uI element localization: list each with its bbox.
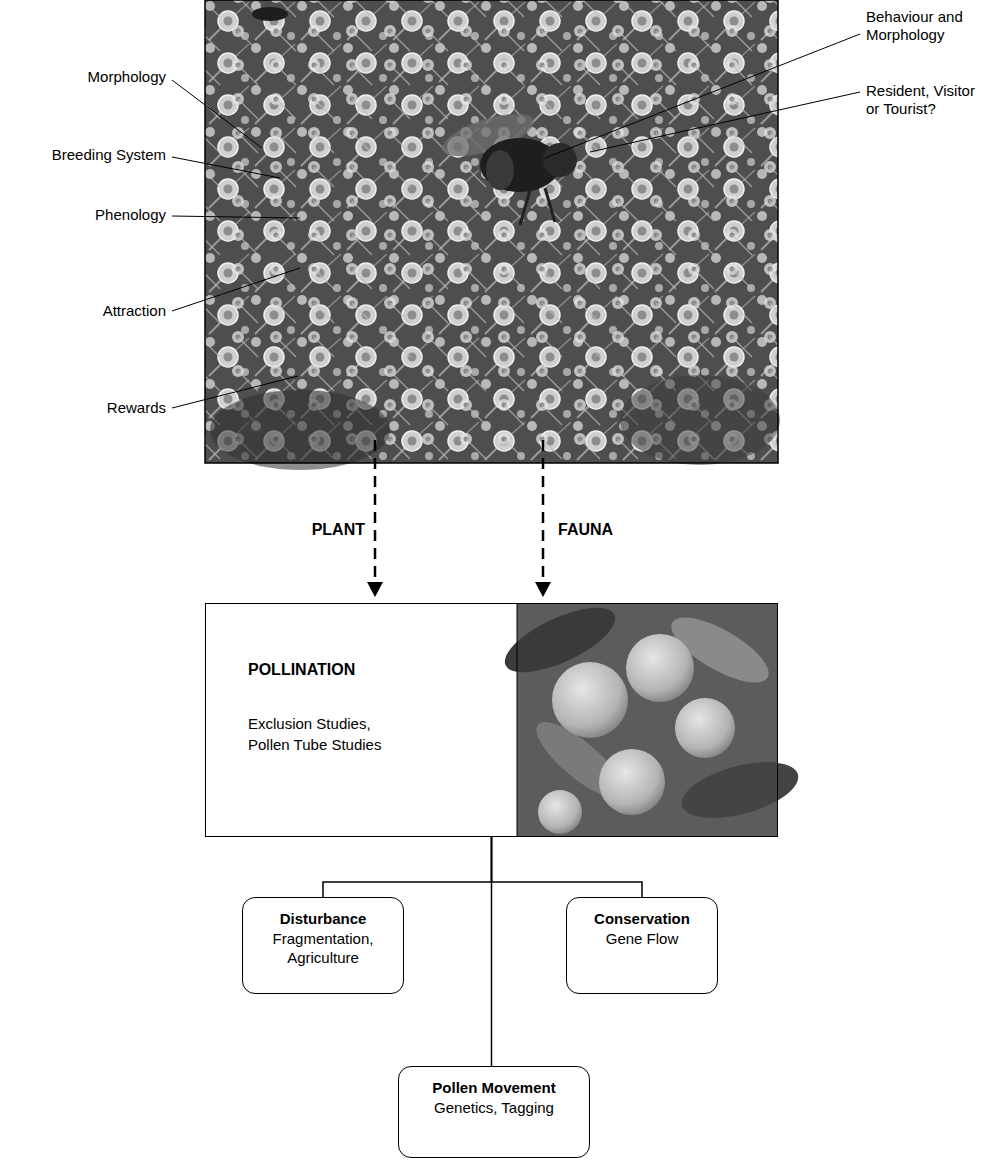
tree-connector <box>492 837 643 897</box>
part-label: Resident, Visitor or Tourist? <box>866 82 980 118</box>
fruit-photo <box>496 595 804 836</box>
tree-connector <box>491 837 493 1066</box>
part-label: Behaviour and Morphology <box>866 8 980 44</box>
part-label: Morphology <box>88 68 166 86</box>
pollination-box: POLLINATION Exclusion Studies, Pollen Tub… <box>205 603 778 837</box>
box-heading: Pollen Movement <box>432 1078 555 1097</box>
box-text: Genetics, Tagging <box>434 1098 554 1117</box>
box-text: Gene Flow <box>606 929 679 948</box>
box-heading: Conservation <box>594 909 690 928</box>
box-text: Exclusion Studies, Pollen Tube Studies <box>248 713 413 755</box>
side-heading: FAUNA <box>558 521 613 539</box>
part-label: Breeding System <box>52 146 166 164</box>
flower-photo <box>205 0 780 470</box>
part-label: Rewards <box>107 399 166 417</box>
part-label: Phenology <box>95 206 166 224</box>
part-label: Attraction <box>103 302 166 320</box>
box-text: Fragmentation, Agriculture <box>251 929 395 967</box>
topic-box: Pollen MovementGenetics, Tagging <box>398 1066 590 1158</box>
dashed-arrows <box>367 440 551 597</box>
topic-box: ConservationGene Flow <box>566 897 718 994</box>
topic-box: DisturbanceFragmentation, Agriculture <box>242 897 404 994</box>
box-heading: POLLINATION <box>248 660 777 680</box>
side-heading: PLANT <box>312 521 365 539</box>
leader-lines <box>172 34 860 408</box>
tree-connector <box>323 837 492 897</box>
box-heading: Disturbance <box>280 909 367 928</box>
